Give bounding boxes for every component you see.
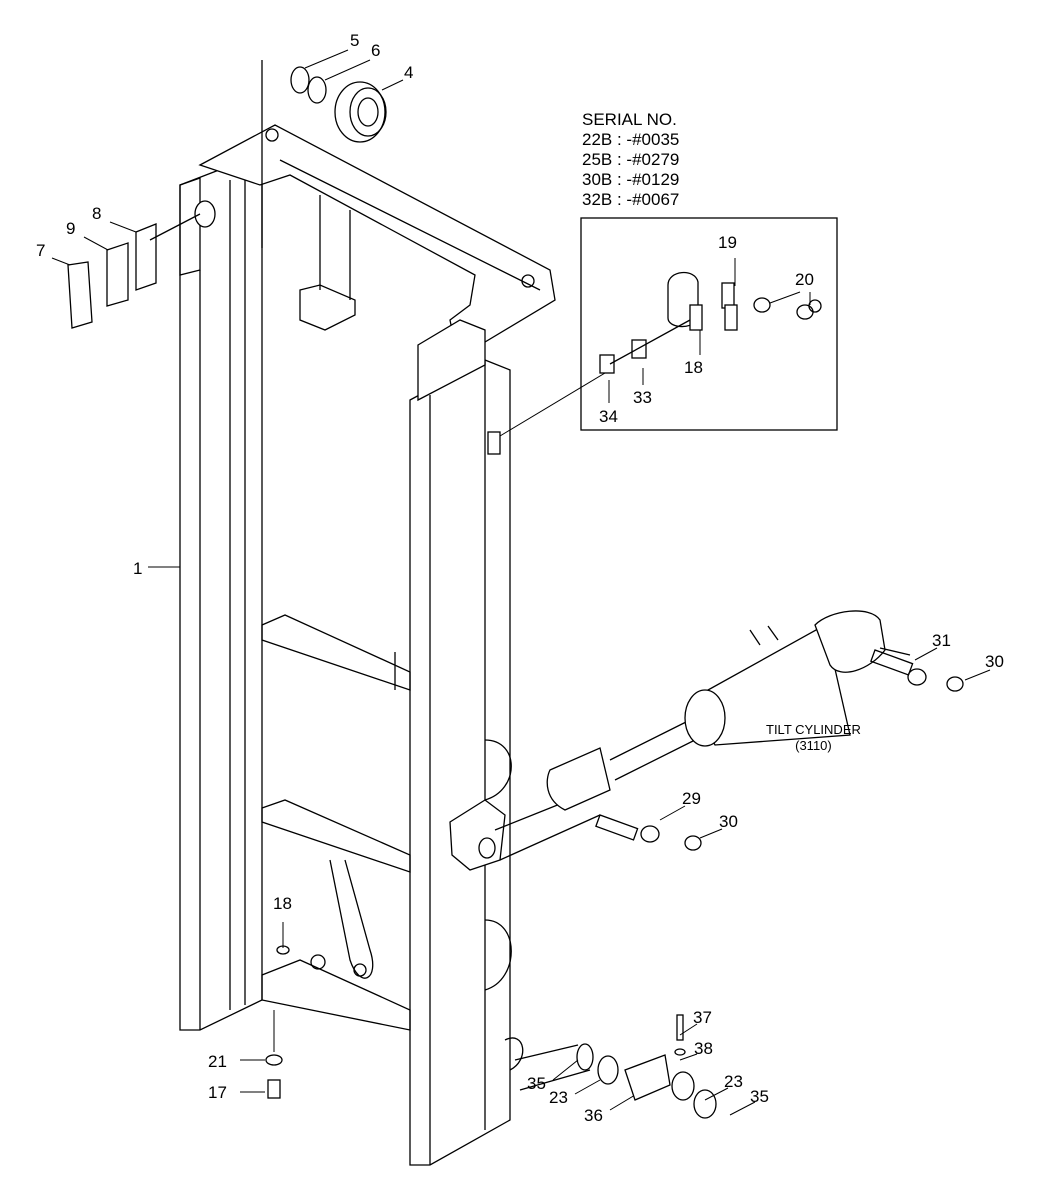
serial-line: 25B : -#0279 [582,150,680,169]
leader-lines [51,49,991,1116]
callout: 20 [795,270,814,289]
callout: 1 [133,559,143,578]
roller-assembly [67,60,387,329]
callout: 34 [599,407,618,426]
callout: 8 [92,204,102,223]
tilt-cylinder-name: TILT CYLINDER [766,722,861,737]
callout: 35 [527,1074,546,1093]
callout: 7 [36,241,46,260]
right-mast-rail [409,319,511,1166]
callout: 21 [208,1052,227,1071]
callout: 18 [273,894,292,913]
callout: 23 [724,1072,743,1091]
callout: 4 [404,63,414,82]
callout: 18 [684,358,703,377]
callout: 35 [750,1087,769,1106]
tilt-cylinder-label: TILT CYLINDER (3110) [766,722,861,754]
callout: 36 [584,1106,603,1125]
callout: 30 [985,652,1004,671]
inner-crossmembers [261,614,512,1031]
callout: 9 [66,219,76,238]
callout: 38 [694,1039,713,1058]
inset-clamp-detail [580,217,838,431]
serial-line: 30B : -#0129 [582,170,680,189]
callout: 33 [633,388,652,407]
bottom-pin-parts [265,945,717,1119]
callout: 17 [208,1083,227,1102]
serial-number-note: SERIAL NO. 22B : -#0035 25B : -#0279 30B… [582,110,679,210]
callout: 5 [350,31,360,50]
callout: 23 [549,1088,568,1107]
left-mast-rail [179,159,263,1031]
callout: 6 [371,41,381,60]
callout: 19 [718,233,737,252]
top-crossmember [198,124,556,346]
serial-line: 22B : -#0035 [582,130,680,149]
tilt-cylinder-code: (3110) [795,738,832,753]
callout: 31 [932,631,951,650]
callout: 37 [693,1008,712,1027]
tilt-cylinder-drawing [449,610,964,871]
callout: 30 [719,812,738,831]
callout: 29 [682,789,701,808]
serial-line: 32B : -#0067 [582,190,680,209]
serial-title: SERIAL NO. [582,110,677,129]
